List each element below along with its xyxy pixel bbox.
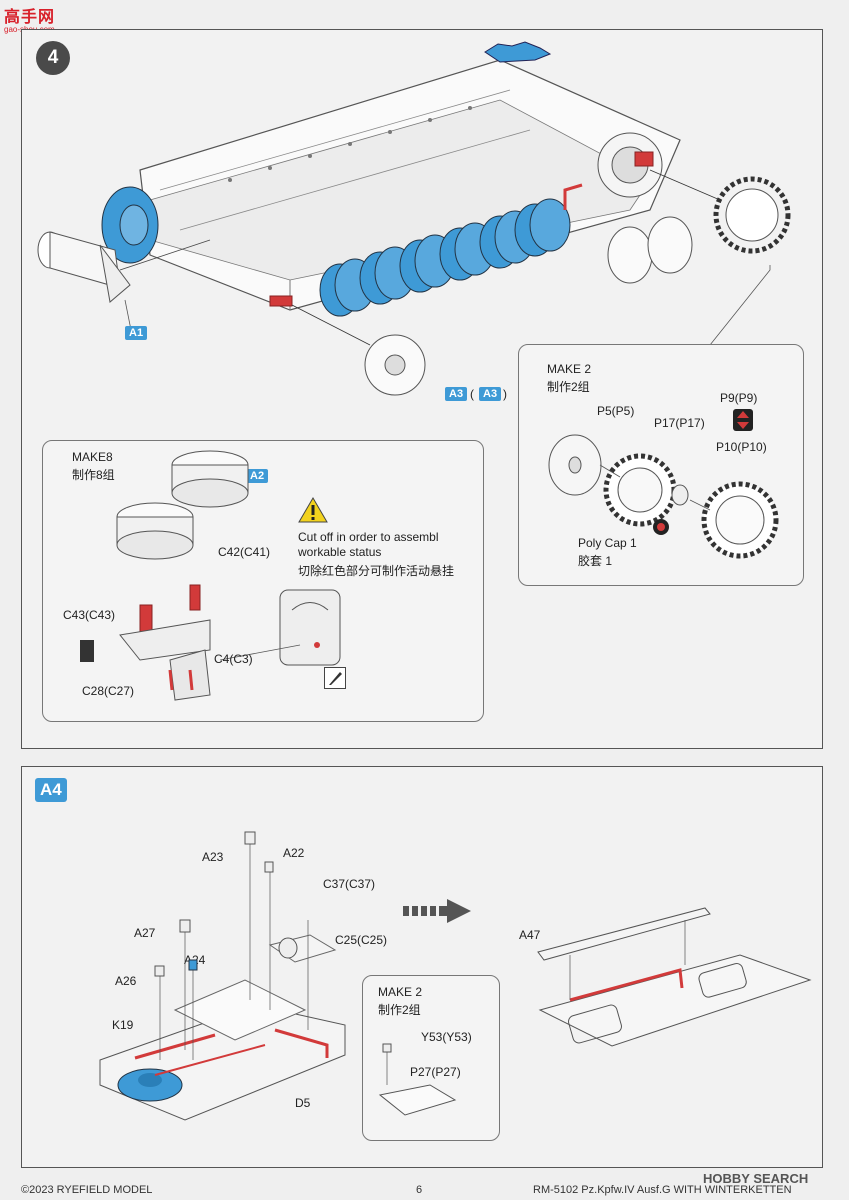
footer-product: RM-5102 Pz.Kpfw.IV Ausf.G WITH WINTERKET…: [533, 1184, 792, 1196]
footer-page-number: 6: [416, 1184, 423, 1196]
footer-copyright: ©2023 RYEFIELD MODEL: [21, 1184, 153, 1196]
make2-title: MAKE 2: [547, 362, 592, 376]
chassis-illustration: [37, 41, 791, 396]
warning-text: Cut off in order to assembl workable sta…: [298, 530, 439, 559]
make8-title-cn: 制作8组: [72, 468, 115, 482]
arrow-right-icon: [403, 899, 471, 923]
rotate-arrows-icon: [733, 409, 753, 431]
part-c42: C42(C41): [218, 545, 271, 559]
part-a47: A47: [519, 928, 541, 942]
watermark-logo-text: 高手网: [4, 9, 56, 26]
step-number-badge: 4: [36, 41, 70, 75]
part-c28: C28(C27): [82, 684, 135, 698]
a4-make2-box: [362, 975, 500, 1141]
part-a23: A23: [202, 850, 224, 864]
part-k19: K19: [112, 1018, 134, 1032]
make8-title: MAKE8: [72, 450, 113, 464]
part-p5: P5(P5): [597, 404, 635, 418]
a4-section-tag: A4: [35, 778, 67, 802]
part-p17: P17(P17): [654, 416, 705, 430]
assembled-plate-illustration: [537, 907, 812, 1047]
a4-make2-title-cn: 制作2组: [378, 1003, 421, 1017]
suspension-illustration: [80, 450, 341, 701]
paren-open: (: [470, 387, 474, 401]
polycap-icon: [653, 519, 669, 535]
warning-icon: [298, 497, 328, 523]
part-c4: C4(C3): [214, 652, 253, 666]
part-c25: C25(C25): [335, 933, 388, 947]
hatch-part-illustration: [378, 1043, 457, 1116]
part-polycap-cn: 胶套 1: [578, 554, 613, 568]
warning-text-cn: 切除红色部分可制作活动悬挂: [298, 564, 455, 578]
part-tag-a3-alt: A3: [479, 387, 502, 401]
part-p10: P10(P10): [716, 440, 767, 454]
part-a26: A26: [115, 974, 137, 988]
part-a22: A22: [283, 846, 305, 860]
a4-make2-title: MAKE 2: [378, 985, 423, 999]
sprocket-exploded-illustration: [548, 434, 779, 559]
make2-title-cn: 制作2组: [547, 380, 590, 394]
part-d5: D5: [295, 1096, 311, 1110]
part-tag-a1: A1: [125, 326, 148, 340]
part-polycap: Poly Cap 1: [578, 536, 637, 550]
part-p9: P9(P9): [720, 391, 758, 405]
make8-box: [42, 440, 484, 722]
knife-icon: [324, 667, 346, 689]
part-c37: C37(C37): [323, 877, 376, 891]
part-p27: P27(P27): [410, 1065, 461, 1079]
part-y53: Y53(Y53): [421, 1030, 472, 1044]
footer-brand: HOBBY SEARCH: [703, 1171, 809, 1186]
part-tag-a3: A3: [445, 387, 468, 401]
part-tag-a2: A2: [246, 469, 269, 483]
floor-plate-illustration: [99, 831, 346, 1121]
part-c43: C43(C43): [63, 608, 116, 622]
part-a27: A27: [134, 926, 156, 940]
paren-close: ): [503, 387, 507, 401]
